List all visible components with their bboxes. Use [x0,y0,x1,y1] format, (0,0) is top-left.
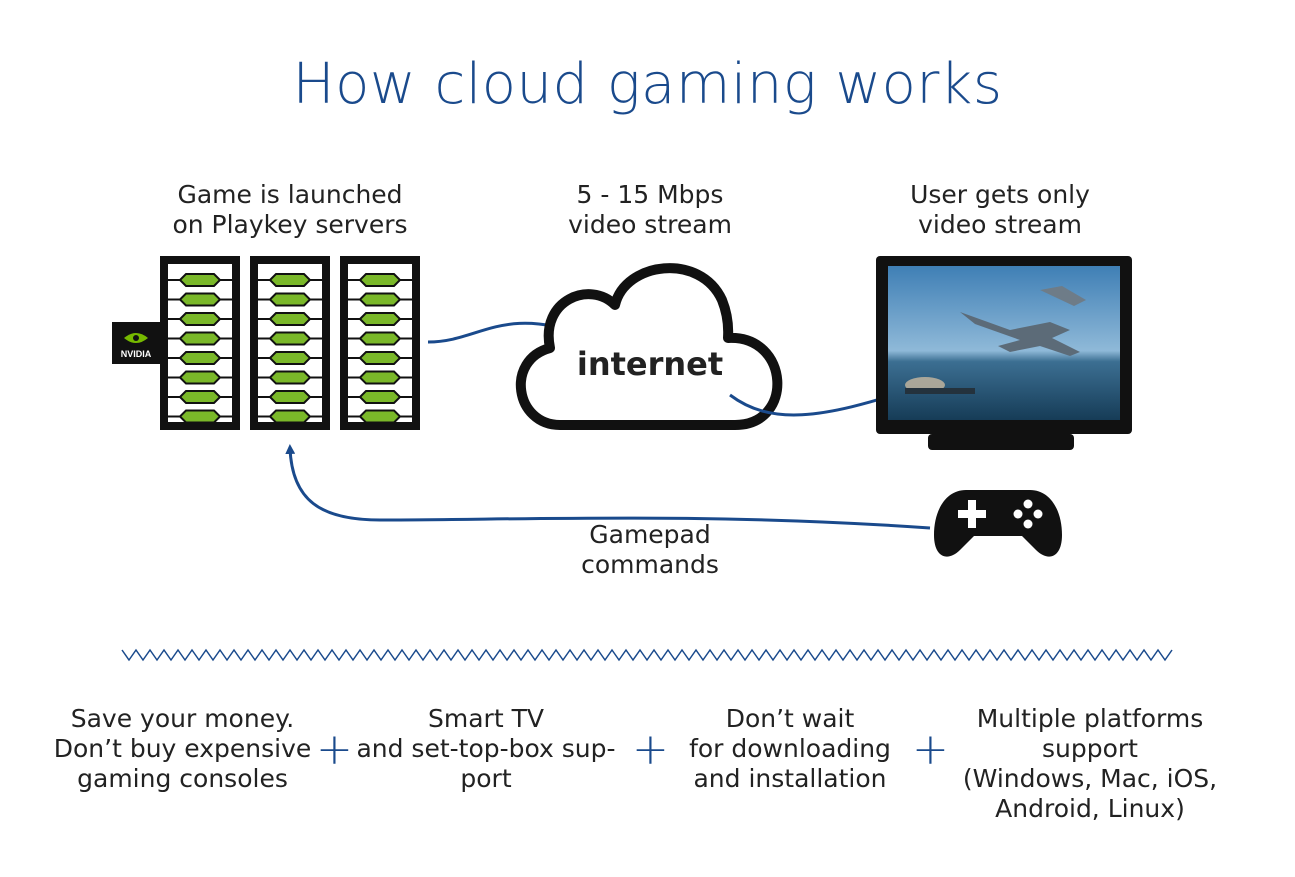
servers-label: Game is launched on Playkey servers [172,180,408,239]
server-slot [268,331,312,346]
server-slot [178,370,222,385]
gamepad-commands-label: Gamepad commands [581,520,719,579]
diagram-title: How cloud gaming works [292,52,1003,117]
plus-sign: + [912,724,949,775]
plus-sign: + [632,724,669,775]
server-slot [358,292,402,307]
server-slot [358,273,402,287]
server-slot [178,312,222,326]
benefit-save-money: Save your money. Don’t buy expensive gam… [53,704,312,793]
tv-monitor-icon [876,256,1132,450]
user-label: User gets only video stream [910,180,1090,239]
server-slot [268,292,312,307]
plus-sign: + [316,724,353,775]
server-slot [268,312,312,326]
server-slot [358,312,402,326]
server-slot [178,331,222,346]
server-slot [178,390,222,404]
cloud-icon [515,263,783,430]
server-slot [358,351,402,365]
benefit-smart-tv: Smart TV and set-top-box sup- port [356,704,616,793]
server-slot [268,273,312,287]
server-slot [268,351,312,365]
benefit-multiple-platforms: Multiple platforms support (Windows, Mac… [962,704,1218,823]
stream-label: 5 - 15 Mbps video stream [568,180,732,239]
nvidia-logo-icon: NVIDIA [112,322,160,364]
gamepad-commands-arrow [285,444,931,530]
gamepad-icon [934,490,1062,557]
server-slot [178,273,222,287]
server-racks [160,256,420,430]
server-slot [178,292,222,307]
server-slot [358,390,402,404]
server-slot [358,331,402,346]
benefit-no-waiting: Don’t wait for downloading and installat… [689,704,891,793]
server-slot [268,390,312,404]
server-slot [178,351,222,365]
nvidia-badge-text: NVIDIA [121,349,152,359]
server-slot [178,409,222,424]
server-slot [268,409,312,424]
server-slot [358,409,402,424]
cloud-label: internet [576,345,724,383]
server-slot [268,370,312,385]
server-slot [358,370,402,385]
zigzag-divider [121,648,1173,662]
